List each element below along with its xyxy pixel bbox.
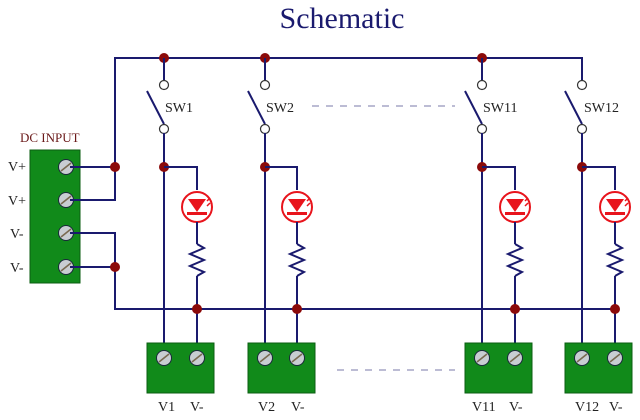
junction-dot <box>110 162 120 172</box>
switch-contact <box>576 79 588 91</box>
output-labels: V1 V- V2 V- V11 V- V12 V- <box>158 400 623 415</box>
junction-dot <box>292 304 302 314</box>
junction-dot <box>510 304 520 314</box>
output-channel <box>247 53 316 394</box>
switch-contact <box>259 79 271 91</box>
junction-dot <box>192 304 202 314</box>
switch-label: SW1 <box>165 101 193 116</box>
dc-input-label: DC INPUT <box>20 130 80 145</box>
dc-terminal-label: V- <box>10 261 24 276</box>
switch-label: SW11 <box>483 101 517 116</box>
junction-dot <box>610 304 620 314</box>
led-icon <box>499 191 531 223</box>
switch-label: SW12 <box>584 101 619 116</box>
dc-input-wiring <box>70 57 615 310</box>
output-label: V1 <box>158 400 175 415</box>
screw-icon <box>474 350 490 366</box>
output-label: V- <box>291 400 305 415</box>
dc-terminal-label: V+ <box>8 194 26 209</box>
output-channel <box>464 53 533 394</box>
screw-icon <box>189 350 205 366</box>
switch-label: SW2 <box>266 101 294 116</box>
output-label: V- <box>509 400 523 415</box>
screw-icon <box>607 350 623 366</box>
output-label: V11 <box>472 400 496 415</box>
output-label: V- <box>190 400 204 415</box>
output-terminal-block <box>247 342 316 394</box>
led-icon <box>281 191 313 223</box>
dc-terminal-label: V+ <box>8 160 26 175</box>
junction-dot <box>110 262 120 272</box>
switch-contact <box>158 79 170 91</box>
output-label: V12 <box>575 400 599 415</box>
switch-contact <box>476 79 488 91</box>
output-label: V- <box>609 400 623 415</box>
resistor-icon <box>287 243 307 277</box>
led-icon <box>181 191 213 223</box>
switch-contact <box>476 123 488 135</box>
switch-labels: SW1 SW2 SW11 SW12 <box>165 101 619 116</box>
resistor-icon <box>187 243 207 277</box>
output-label: V2 <box>258 400 275 415</box>
screw-icon <box>58 259 74 275</box>
switch-contact <box>576 123 588 135</box>
switch-lever <box>464 90 483 125</box>
screw-icon <box>289 350 305 366</box>
screw-icon <box>58 192 74 208</box>
output-channel <box>146 53 215 394</box>
resistor-icon <box>505 243 525 277</box>
output-terminal-block <box>464 342 533 394</box>
output-terminal-block <box>564 342 633 394</box>
resistor-icon <box>605 243 625 277</box>
switch-contact <box>158 123 170 135</box>
output-terminal-block <box>146 342 215 394</box>
led-icon <box>599 191 631 223</box>
page-title: Schematic <box>280 2 405 35</box>
screw-icon <box>507 350 523 366</box>
output-channel <box>564 58 633 394</box>
screw-icon <box>574 350 590 366</box>
switch-lever <box>146 90 165 125</box>
dc-terminal-label: V- <box>10 227 24 242</box>
screw-icon <box>156 350 172 366</box>
switch-lever <box>564 90 583 125</box>
switch-lever <box>247 90 266 125</box>
switch-contact <box>259 123 271 135</box>
dc-input-terminal-labels: V+ V+ V- V- <box>8 160 26 276</box>
screw-icon <box>257 350 273 366</box>
